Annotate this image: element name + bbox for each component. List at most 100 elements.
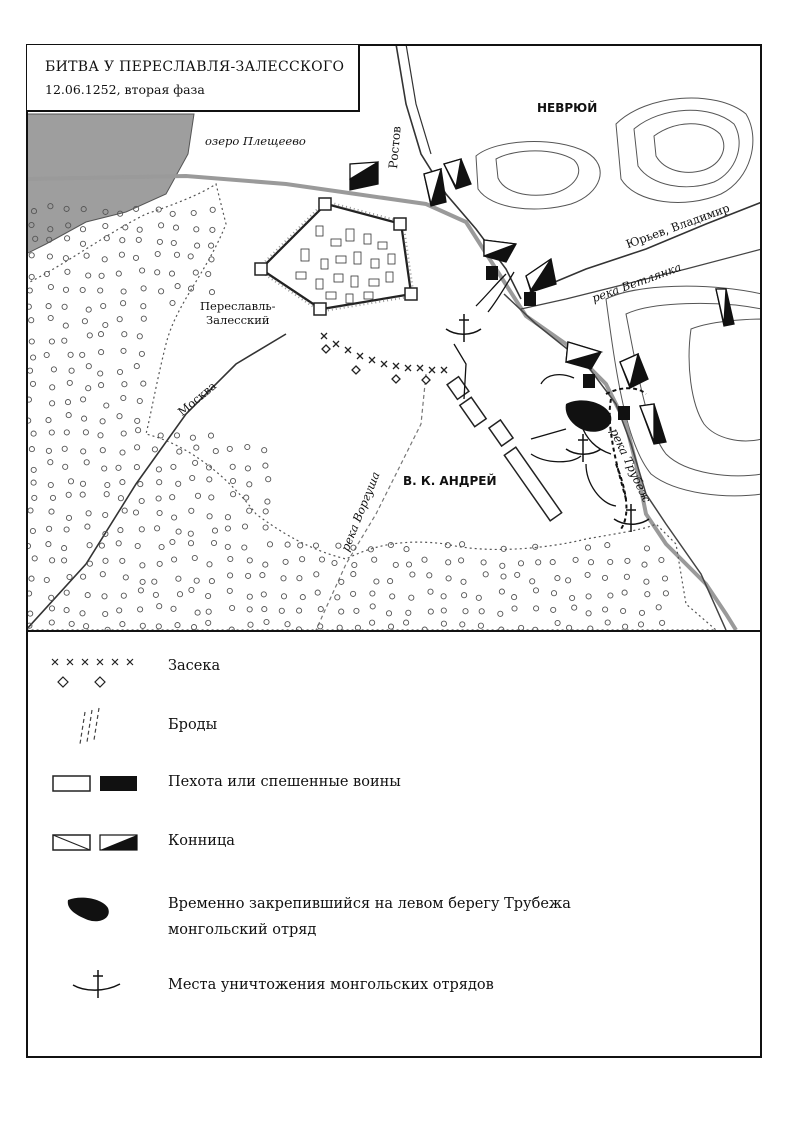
forest-dot	[533, 605, 540, 612]
forest-dot	[154, 250, 161, 258]
forest-dot	[187, 253, 194, 260]
forest-dot	[151, 446, 158, 453]
forest-dot	[440, 620, 447, 627]
forest-dot	[139, 622, 146, 629]
forest-dot	[85, 363, 92, 370]
forest-dot	[500, 545, 507, 552]
forest-dot	[500, 573, 507, 580]
forest-dot	[475, 594, 482, 601]
forest-dot	[444, 542, 451, 549]
forest-dot	[317, 606, 324, 613]
forest-dot	[154, 525, 161, 532]
forest-dot	[244, 443, 251, 451]
forest-dot	[532, 587, 540, 594]
forest-dot	[517, 560, 525, 567]
forest-dot	[373, 578, 380, 585]
forest-dot	[518, 624, 525, 630]
forest-dot	[30, 479, 37, 486]
forest-dot	[192, 459, 199, 466]
forest-dot	[79, 610, 86, 617]
forest-dot	[43, 270, 50, 278]
legend-icons	[51, 658, 138, 998]
forest-dot	[607, 558, 614, 566]
forest-dot	[205, 464, 213, 471]
forest-dot	[389, 593, 396, 600]
forest-dot	[587, 559, 595, 566]
forest-dot	[49, 557, 56, 564]
forest-dot	[187, 530, 194, 537]
forest-dot	[207, 432, 215, 439]
forest-dot	[246, 481, 253, 488]
forest-dot	[529, 578, 536, 585]
forest-dot	[194, 242, 201, 249]
forest-dot	[85, 510, 92, 517]
title-box: БИТВА У ПЕРЕСЛАВЛЯ-ЗАЛЕССКОГО 12.06.1252…	[27, 45, 360, 112]
forest-dot	[212, 448, 219, 455]
forest-dot	[65, 412, 72, 419]
forest-dot	[571, 604, 578, 611]
forest-dot	[116, 368, 124, 376]
forest-dot	[85, 385, 92, 392]
forest-dot	[115, 464, 122, 471]
forest-dot	[100, 302, 107, 310]
forest-dot	[65, 222, 72, 229]
forest-dot	[61, 545, 68, 552]
forest-dot	[284, 541, 291, 548]
forest-dot	[47, 203, 54, 210]
forest-dot	[208, 289, 216, 296]
forest-dot	[659, 619, 666, 626]
russian-infantry	[446, 375, 563, 522]
legend-divider	[27, 630, 761, 632]
vorgusha-river	[315, 373, 427, 630]
forest-dot	[63, 607, 70, 614]
forest-dot	[29, 380, 37, 387]
forest-dot	[498, 626, 505, 630]
forest-dot	[43, 351, 50, 359]
yuryev-road	[525, 201, 762, 295]
forest-dot	[68, 367, 75, 374]
forest-dot	[98, 542, 105, 549]
forest-dot	[119, 621, 126, 628]
forest-dot	[80, 573, 87, 580]
abatis-diamond	[391, 374, 401, 384]
abatis-cross	[416, 364, 424, 372]
forest-dot	[86, 542, 93, 549]
abatis-cross	[356, 352, 364, 360]
forest-dot	[641, 561, 648, 568]
andrey-label: В. К. АНДРЕЙ	[403, 474, 497, 488]
hill-contours	[475, 97, 762, 497]
forest-dot	[28, 221, 35, 229]
forest-dot	[138, 350, 145, 357]
forest-dot	[121, 331, 128, 338]
legend-fords-label: Броды	[168, 717, 218, 733]
forest-dot	[136, 397, 143, 405]
forest-dot	[102, 557, 109, 564]
forest-dot	[194, 492, 202, 499]
forest-dot	[134, 444, 141, 451]
forest-dot	[295, 626, 302, 630]
forest-dot	[296, 607, 303, 614]
forest-dot	[155, 466, 162, 473]
forest-dot	[260, 591, 267, 598]
forest-dot	[284, 621, 291, 628]
forest-dot	[482, 571, 489, 578]
forest-dot	[49, 384, 56, 391]
forest-dot	[206, 476, 213, 483]
forest-dot	[169, 538, 176, 546]
map-title: БИТВА У ПЕРЕСЛАВЛЯ-ЗАЛЕССКОГО	[45, 59, 345, 75]
forest-dot	[566, 624, 573, 630]
forest-dot	[226, 587, 233, 594]
forest-dot	[190, 209, 197, 217]
town-label: Переславль- Залесский	[200, 299, 276, 327]
forest-dot	[156, 560, 163, 567]
forest-dot	[48, 605, 56, 612]
forest-dot	[554, 575, 561, 582]
abatis-cross	[332, 340, 340, 348]
forest-dot	[139, 578, 146, 585]
forest-dot	[99, 447, 106, 454]
forest-dot	[191, 554, 198, 562]
forest-dot	[460, 578, 467, 585]
forest-dot	[227, 572, 234, 579]
forest-dot	[369, 619, 376, 626]
lake-label: озеро Плещеево	[205, 134, 306, 148]
